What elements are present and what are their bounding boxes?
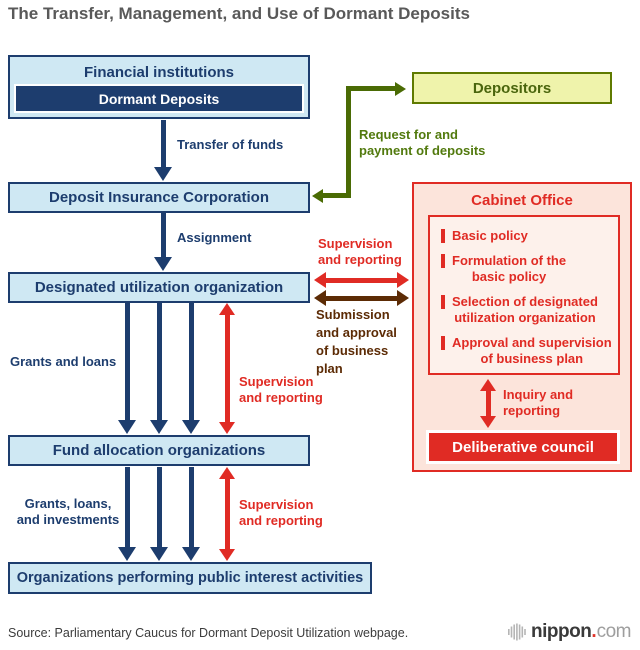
arrowhead-up: [480, 379, 496, 391]
label-submission-approval: Submission and approval of business plan: [316, 307, 397, 376]
label-transfer-of-funds: Transfer of funds: [177, 137, 284, 152]
bullet-bar-icon: [441, 229, 445, 243]
arrow-shaft: [324, 295, 399, 301]
green-arrowhead-left: [312, 188, 323, 203]
arrowhead-down: [480, 416, 496, 428]
arrow-shaft: [156, 303, 162, 422]
cabinet-item: Formulation of the basic policy: [441, 253, 612, 286]
box-deliberative-council: Deliberative council: [426, 430, 620, 464]
label-grants-loans-investments: Grants, loans, and investments: [16, 496, 120, 527]
arrow-shaft: [324, 277, 399, 283]
arrow-shaft: [156, 467, 162, 549]
financial-institutions-label: Financial institutions: [83, 64, 234, 81]
label-inquiry-reporting: Inquiry and reporting: [503, 387, 574, 418]
box-cabinet-office: Cabinet Office Basic policy Formulation …: [412, 182, 632, 472]
arrow-shaft: [188, 467, 194, 549]
arrowhead-down: [154, 257, 172, 271]
designated-org-label: Designated utilization organization: [34, 279, 284, 296]
page-title: The Transfer, Management, and Use of Dor…: [8, 4, 470, 23]
bullet-bar-icon: [441, 253, 445, 268]
cabinet-item-text: Formulation of the basic policy: [452, 252, 567, 285]
box-dormant-deposits: Dormant Deposits: [14, 84, 304, 113]
logo-dot: .: [591, 621, 597, 642]
arrow-shaft: [188, 303, 194, 422]
arrowhead-up: [219, 467, 235, 479]
arrowhead-down: [219, 549, 235, 561]
cabinet-office-title: Cabinet Office: [471, 192, 573, 209]
label-supervision-reporting-top: Supervision and reporting: [318, 236, 402, 267]
arrowhead-down: [118, 420, 136, 434]
arrow-inquiry-reporting: [480, 379, 496, 428]
dormant-deposits-label: Dormant Deposits: [98, 90, 220, 107]
bullet-bar-icon: [441, 335, 445, 350]
nippon-logo: nippon.com: [508, 621, 632, 643]
arrowhead-down: [150, 420, 168, 434]
arrow-shaft: [124, 467, 130, 549]
arrow-transfer-of-funds: [154, 120, 172, 181]
deposit-insurance-label: Deposit Insurance Corporation: [48, 189, 270, 206]
cabinet-item: Basic policy: [441, 228, 612, 245]
arrowhead-left: [314, 290, 326, 306]
depositors-label: Depositors: [472, 79, 552, 97]
cabinet-office-panel: Basic policy Formulation of the basic po…: [428, 215, 620, 375]
label-request-payment: Request for and payment of deposits: [359, 127, 486, 158]
cabinet-item-text: Basic policy: [452, 228, 528, 243]
arrow-grants-loans-2: [150, 303, 168, 434]
arrow-shaft: [124, 303, 130, 422]
box-depositors: Depositors: [412, 72, 612, 104]
box-public-interest-organizations: Organizations performing public interest…: [8, 562, 372, 594]
arrow-assignment: [154, 213, 172, 271]
fund-allocation-label: Fund allocation organizations: [52, 442, 266, 459]
arrow-submission-approval: [314, 290, 409, 306]
arrow-grants-loans-3: [182, 303, 200, 434]
arrow-supervision-vertical-1: [219, 303, 235, 434]
arrowhead-down: [182, 547, 200, 561]
arrowhead-left: [314, 272, 326, 288]
logo-name: nippon: [531, 621, 592, 642]
arrow-shaft: [485, 389, 491, 418]
box-deposit-insurance-corporation: Deposit Insurance Corporation: [8, 182, 310, 213]
arrowhead-down: [150, 547, 168, 561]
cabinet-item: Approval and supervision of business pla…: [441, 335, 612, 368]
cabinet-item: Selection of designated utilization orga…: [441, 294, 612, 327]
arrowhead-right: [397, 290, 409, 306]
arrow-shaft: [224, 313, 230, 424]
box-designated-utilization-organization: Designated utilization organization: [8, 272, 310, 303]
label-grants-and-loans: Grants and loans: [10, 354, 117, 369]
bullet-bar-icon: [441, 294, 445, 309]
green-connector-vertical: [346, 86, 351, 198]
arrow-shaft: [160, 120, 166, 169]
green-arrowhead-right: [395, 81, 406, 96]
arrow-supervision-horizontal: [314, 272, 409, 288]
arrow-grants-investments-3: [182, 467, 200, 561]
arrow-shaft: [160, 213, 166, 259]
label-assignment: Assignment: [177, 230, 252, 245]
logo-tld: com: [596, 621, 632, 642]
arrowhead-up: [219, 303, 235, 315]
arrowhead-down: [219, 422, 235, 434]
arrow-shaft: [224, 477, 230, 551]
arrowhead-down: [182, 420, 200, 434]
green-connector-bottom: [323, 193, 351, 198]
arrowhead-down: [154, 167, 172, 181]
public-interest-label: Organizations performing public interest…: [16, 570, 364, 586]
nippon-globe-icon: [508, 623, 526, 641]
arrow-grants-investments-1: [118, 467, 136, 561]
box-fund-allocation-organizations: Fund allocation organizations: [8, 435, 310, 466]
arrow-grants-investments-2: [150, 467, 168, 561]
cabinet-item-text: Selection of designated utilization orga…: [452, 293, 598, 326]
arrow-supervision-vertical-2: [219, 467, 235, 561]
deliberative-council-label: Deliberative council: [452, 438, 594, 456]
box-financial-institutions: Financial institutions Dormant Deposits: [8, 55, 310, 119]
label-supervision-reporting-2: Supervision and reporting: [239, 497, 323, 528]
label-supervision-reporting-1: Supervision and reporting: [239, 374, 323, 405]
arrowhead-down: [118, 547, 136, 561]
arrow-grants-loans-1: [118, 303, 136, 434]
green-connector-top: [349, 86, 395, 91]
source-text: Source: Parliamentary Caucus for Dormant…: [8, 626, 409, 640]
arrowhead-right: [397, 272, 409, 288]
cabinet-item-text: Approval and supervision of business pla…: [452, 334, 612, 367]
